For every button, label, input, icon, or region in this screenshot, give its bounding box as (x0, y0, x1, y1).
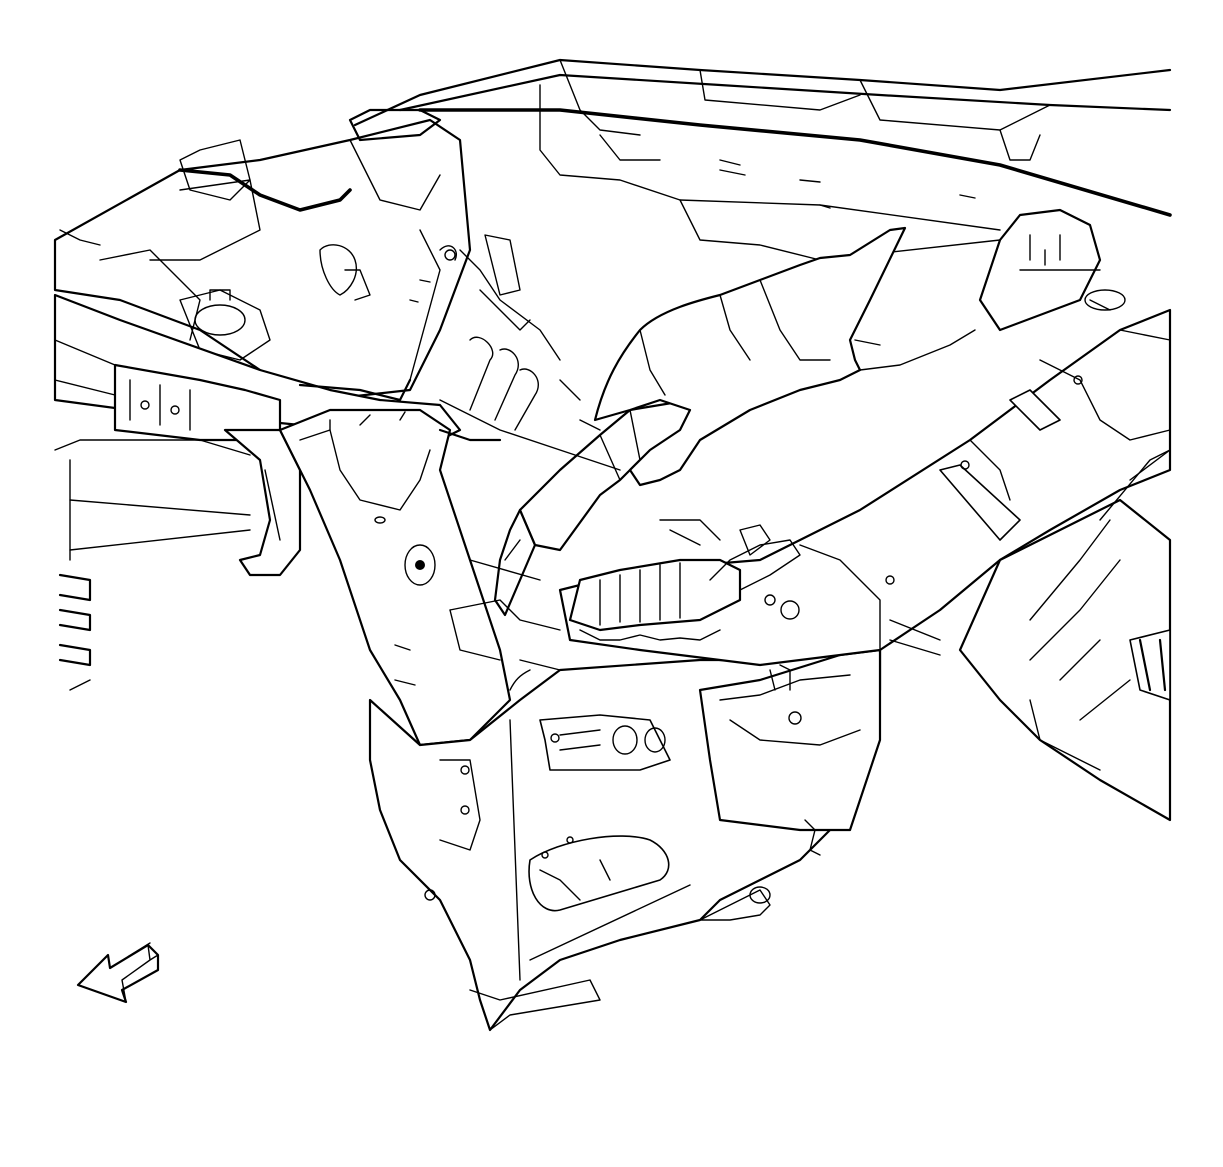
cowl-upper-structure (353, 58, 1172, 261)
right-suspension-area (889, 449, 1172, 822)
front-frame-rail (278, 408, 541, 747)
center-tie-bar (409, 234, 621, 471)
left-rail-bracket (223, 428, 302, 577)
left-strut-tower (53, 108, 472, 402)
wiring-harness-lines (178, 168, 502, 442)
radiator-core-area (568, 519, 801, 641)
direction-arrow-icon (76, 942, 160, 1004)
radiator-support-bracket (698, 648, 882, 856)
technician-hand (493, 226, 976, 617)
right-strut-tower (978, 208, 1126, 332)
center-lower-panel (449, 599, 561, 691)
left-upper-rail (53, 293, 462, 691)
